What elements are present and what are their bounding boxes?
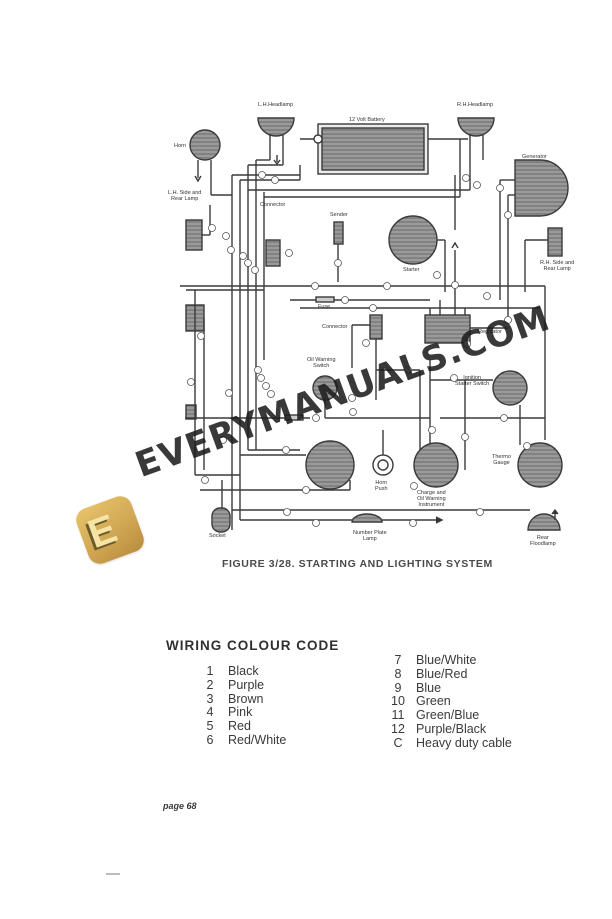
- legend-row: 12 Purple/Black: [384, 722, 512, 736]
- figure-caption: FIGURE 3/28. STARTING AND LIGHTING SYSTE…: [222, 558, 493, 570]
- legend-colour-name: Pink: [228, 705, 253, 720]
- label-charge-oil-warning: Charge and Oil Warning Instrument: [417, 490, 446, 508]
- legend-right-column: 7 Blue/White 8 Blue/Red 9 Blue 10 Green 11 Gr…: [384, 653, 512, 750]
- legend-row: 7 Blue/White: [384, 653, 512, 667]
- legend-code: 8: [394, 666, 402, 681]
- label-number-plate-lamp: Number Plate Lamp: [353, 530, 387, 542]
- wiring-diagram-drawing: [180, 117, 569, 533]
- legend-code: 10: [391, 694, 405, 709]
- label-generator: Generator: [522, 154, 547, 160]
- legend-code: 5: [206, 719, 214, 734]
- legend-left-column: 1 Black 2 Purple 3 Brown 4 Pink 5 Red 6 Red/Wh…: [196, 664, 287, 747]
- label-horn: Horn: [174, 143, 186, 149]
- label-thermo-gauge: Thermo Gauge: [492, 454, 511, 466]
- label-charge-oil-line3: Instrument: [418, 502, 445, 508]
- label-socket: Socket: [209, 533, 226, 539]
- label-thermo-gauge-line2: Gauge: [493, 460, 510, 466]
- label-oil-warning-switch-line1: Oil Warning: [307, 357, 336, 363]
- legend-colour-name: Blue: [416, 680, 442, 695]
- label-number-plate-line1: Number Plate: [353, 530, 387, 536]
- legend-row: 10 Green: [384, 694, 512, 708]
- legend-code: 1: [206, 663, 214, 678]
- legend-colour-name: Red: [228, 719, 251, 734]
- label-lh-side-rear-lamp: L.H. Side and Rear Lamp: [168, 190, 201, 202]
- legend-colour-name: Green/Blue: [416, 708, 480, 723]
- legend-row: 1 Black: [196, 664, 286, 678]
- label-rh-side-rear-lamp-line1: R.H. Side and: [540, 260, 575, 266]
- label-lh-side-rear-lamp-line2: Rear Lamp: [171, 196, 199, 202]
- legend-row: 4 Pink: [196, 705, 286, 719]
- legend-code: 9: [394, 680, 402, 695]
- horn-component: [189, 129, 221, 161]
- legend-code: 11: [391, 708, 405, 723]
- label-lh-side-rear-lamp-line1: L.H. Side and: [168, 190, 202, 196]
- label-thermo-gauge-line1: Thermo: [492, 454, 511, 460]
- legend-row: 5 Red: [196, 719, 286, 733]
- label-number-plate-line2: Lamp: [362, 536, 377, 542]
- label-battery: 12 Volt Battery: [349, 117, 385, 123]
- legend-code: 2: [206, 677, 214, 692]
- legend-colour-name: Black: [228, 663, 259, 678]
- label-rear-floodlamp-line1: Rear: [536, 535, 549, 541]
- legend-code: 3: [206, 691, 214, 706]
- label-starter: Starter: [403, 267, 420, 273]
- label-charge-oil-line1: Charge and: [417, 490, 446, 496]
- legend-code: 12: [391, 721, 405, 736]
- legend-row: 9 Blue: [384, 681, 512, 695]
- legend-colour-name: Brown: [228, 691, 264, 706]
- wiring-diagram: L.H.Headlamp R.H.Headlamp 12 Volt Batter…: [168, 102, 574, 547]
- label-fuse: Fuse: [318, 304, 331, 310]
- legend-colour-name: Purple: [228, 677, 265, 692]
- legend-colour-name: Purple/Black: [416, 721, 487, 736]
- label-charge-oil-line2: Oil Warning: [417, 496, 446, 502]
- label-rh-side-rear-lamp-line2: Rear Lamp: [543, 266, 571, 272]
- label-regulator: Regulator: [478, 329, 502, 335]
- legend-code: 4: [206, 705, 214, 720]
- label-lh-headlamp: L.H.Headlamp: [258, 102, 294, 108]
- label-horn-push: Horn Push: [375, 480, 388, 492]
- scan-artifact: [106, 873, 120, 875]
- legend-row: 8 Blue/Red: [384, 667, 512, 681]
- label-ignition-line1: Ignition: [463, 375, 481, 381]
- label-rear-floodlamp-line2: Floodlamp: [530, 541, 556, 547]
- legend-row: C Heavy duty cable: [384, 735, 512, 750]
- legend-code: C: [393, 735, 403, 750]
- legend-colour-name: Blue/Red: [416, 666, 468, 681]
- label-rear-floodlamp: Rear Floodlamp: [530, 535, 556, 547]
- legend-colour-name: Blue/White: [416, 652, 477, 667]
- label-horn-push-line2: Push: [375, 486, 388, 492]
- label-oil-warning-switch: Oil Warning Switch: [307, 357, 336, 369]
- legend-row: 11 Green/Blue: [384, 708, 512, 722]
- label-ignition-starter-switch: Ignition Starter Switch: [455, 375, 489, 387]
- page-number: page 68: [163, 801, 197, 811]
- label-rh-headlamp: R.H.Headlamp: [457, 102, 494, 108]
- legend-colour-name: Green: [416, 694, 451, 709]
- legend-row: 6 Red/White: [196, 732, 287, 747]
- label-ignition-line2: Starter Switch: [455, 381, 490, 387]
- legend-code: 7: [394, 652, 402, 667]
- legend-colour-name: Red/White: [228, 732, 287, 747]
- label-oil-warning-switch-line2: Switch: [313, 363, 330, 369]
- label-connector-mid: Connector: [322, 324, 348, 330]
- legend-title: WIRING COLOUR CODE: [166, 638, 340, 653]
- legend-code: 6: [206, 732, 214, 747]
- legend-colour-name: Heavy duty cable: [416, 735, 512, 750]
- label-horn-push-line1: Horn: [375, 480, 388, 486]
- label-connector-top: Connector: [260, 202, 286, 208]
- legend-row: 3 Brown: [196, 692, 286, 706]
- label-sender: Sender: [330, 212, 348, 218]
- legend-row: 2 Purple: [196, 678, 286, 692]
- label-rh-side-rear-lamp: R.H. Side and Rear Lamp: [540, 260, 574, 272]
